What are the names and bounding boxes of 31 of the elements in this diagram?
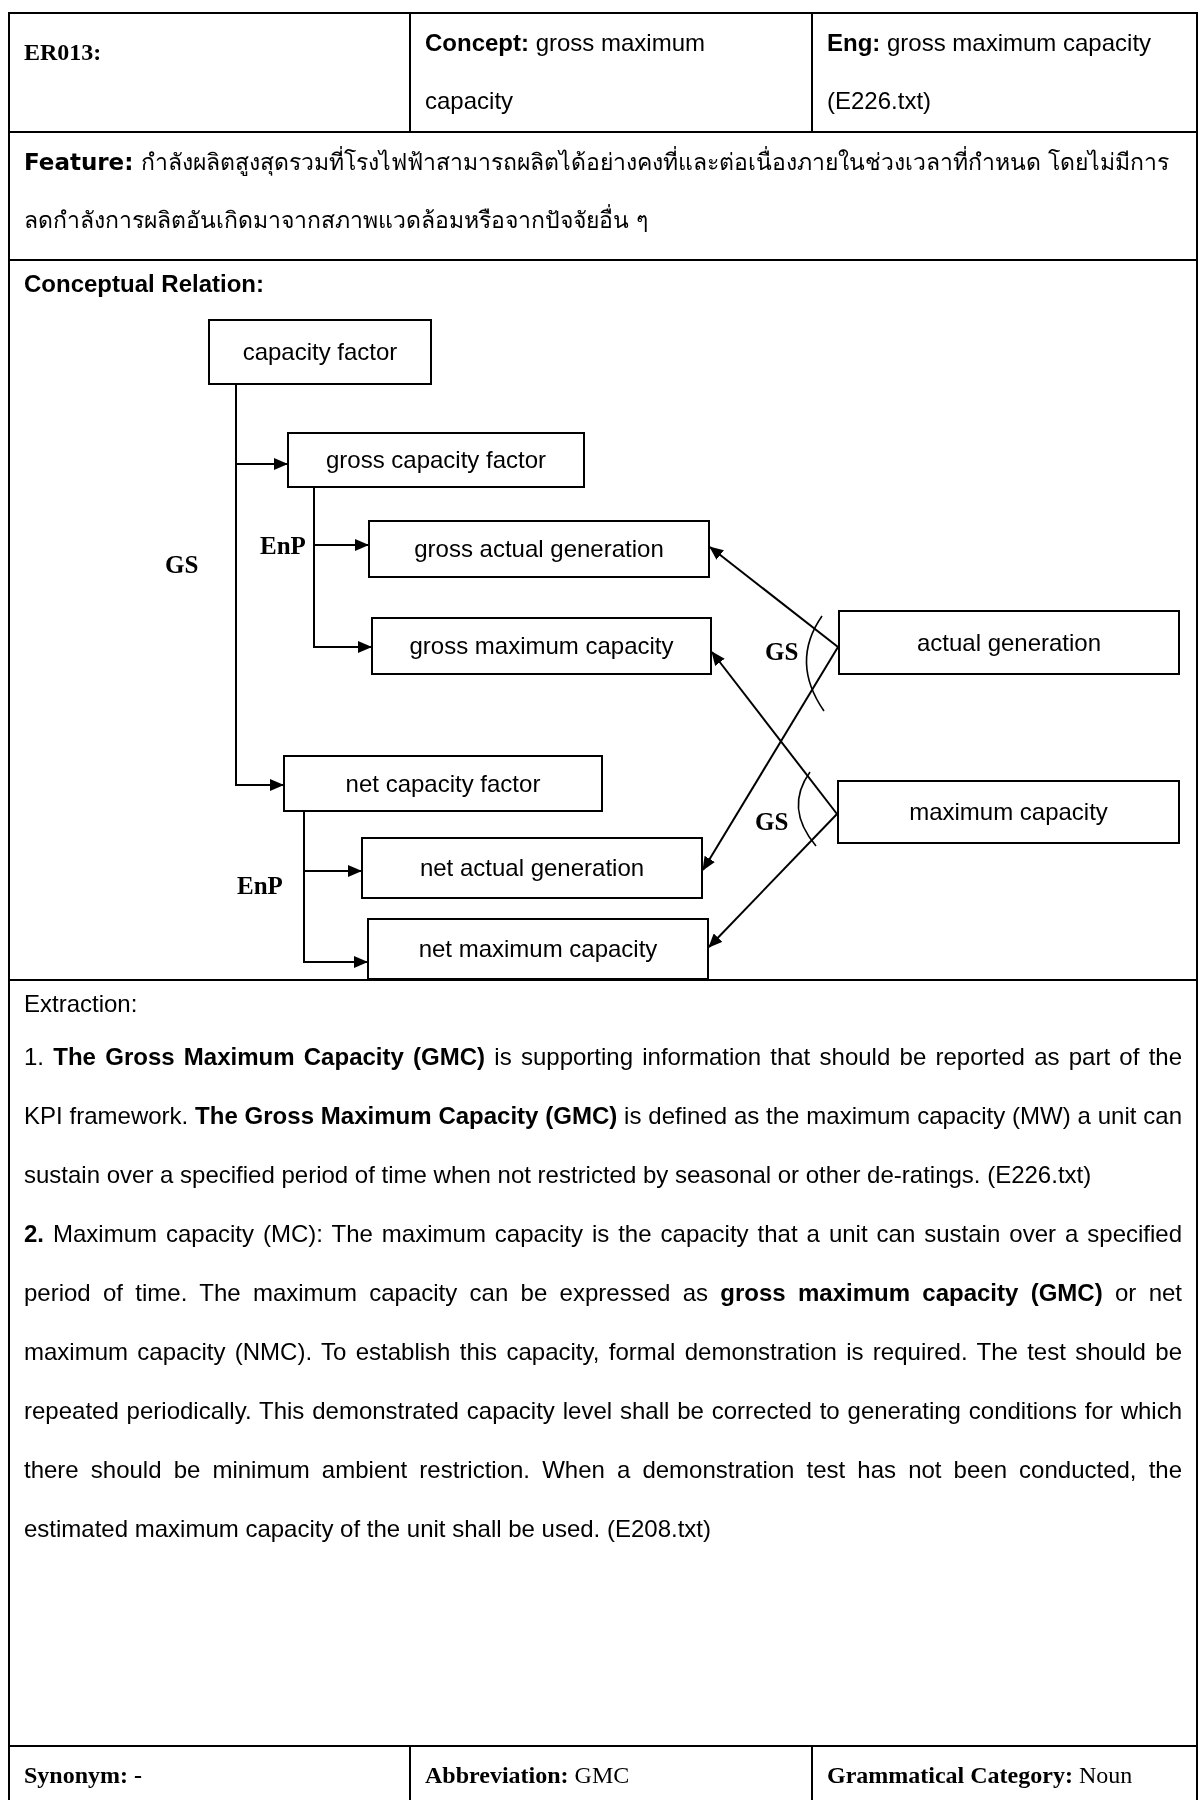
category-text: Grammatical Category: Noun bbox=[827, 1761, 1134, 1790]
relation-label: GS bbox=[765, 638, 799, 666]
concept-box: actual generation bbox=[838, 610, 1180, 675]
synonym-text: Synonym: - bbox=[24, 1761, 144, 1790]
extraction-paragraph: 2. Maximum capacity (MC): The maximum capacity is the capacity that a unit can sustain over a specified period of time. The maximum capacity can be expressed as gross maximum capacity (GMC) or net maximum capacity (NMC). To establish this capacity, formal demonstration is required. The test should be repeated periodically. This demonstrated capacity level shall be corrected to generating conditions for which there should be minimum ambient restriction. When a demonstration test has not been conducted, the estimated maximum capacity of the unit shall be used. (E208.txt) bbox=[24, 1219, 1182, 1544]
concept-box: maximum capacity bbox=[837, 780, 1180, 844]
concept-box: capacity factor bbox=[208, 319, 432, 385]
concept-box: gross capacity factor bbox=[287, 432, 585, 488]
concept-text: Concept: gross maximum capacity bbox=[425, 28, 707, 116]
concept-box: net actual generation bbox=[361, 837, 703, 899]
english-term-text: Eng: gross maximum capacity (E226.txt) bbox=[827, 28, 1153, 116]
concept-box: gross maximum capacity bbox=[371, 617, 712, 675]
concept-box: net capacity factor bbox=[283, 755, 603, 812]
arrow bbox=[303, 811, 368, 968]
arrow bbox=[711, 651, 838, 815]
relation-label: EnP bbox=[237, 872, 283, 900]
arrow bbox=[702, 646, 839, 871]
arrow bbox=[708, 813, 838, 948]
extraction-paragraph: 1. The Gross Maximum Capacity (GMC) is supporting information that should be reported as part of the KPI framework. The Gross Maximum Capacity (GMC) is defined as the maximum capacity (MW) a unit can sustain over a specified period of time when not restricted by seasonal or other de-ratings. (E226.txt) bbox=[24, 1042, 1182, 1190]
concept-box: net maximum capacity bbox=[367, 918, 709, 980]
concept-box: gross actual generation bbox=[368, 520, 710, 578]
arrow bbox=[313, 487, 372, 653]
relation-label: GS bbox=[755, 808, 789, 836]
arrow bbox=[709, 546, 839, 648]
section-heading: Extraction: bbox=[24, 989, 139, 1019]
feature-text: Feature: กำลังผลิตสูงสุดรวมที่โรงไฟฟ้าสามารถผลิตได้อย่างคงที่และต่อเนื่องภายในช่วงเวลาที่กำหนด โดยไม่มีการลดกำลังการผลิตอันเกิดมาจากสภาพแวดล้อมหรือจากปัจจัยอื่น ๆ bbox=[24, 133, 1182, 249]
abbreviation-text: Abbreviation: GMC bbox=[425, 1761, 631, 1790]
entry-id: ER013: bbox=[24, 38, 103, 67]
relation-label: GS bbox=[165, 551, 199, 579]
relation-label: EnP bbox=[260, 532, 306, 560]
section-heading: Conceptual Relation: bbox=[24, 269, 265, 299]
